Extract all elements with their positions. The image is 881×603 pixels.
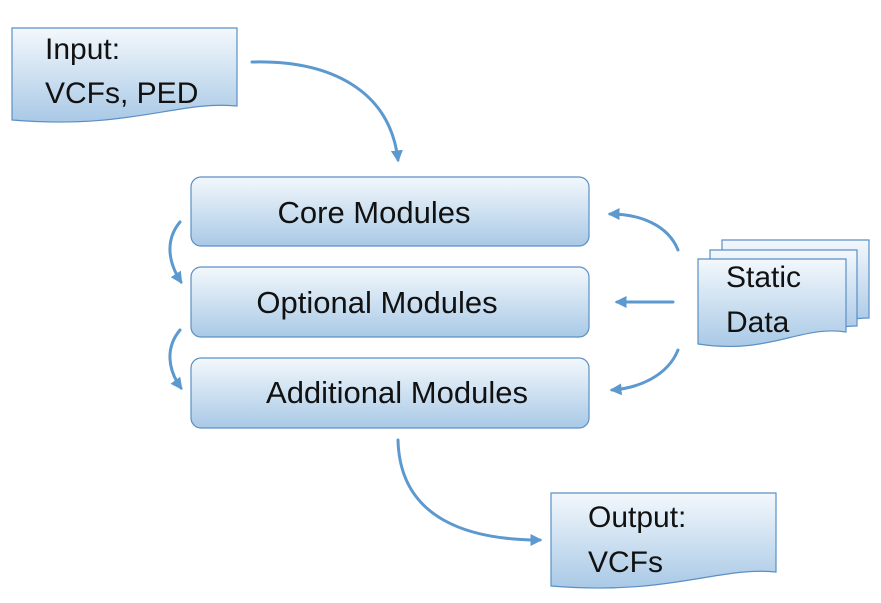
output-document: Output: VCFs	[550, 492, 777, 589]
output-label-line1: Output:	[588, 501, 686, 534]
static-data-label-line2: Data	[726, 306, 790, 339]
core-modules-label: Core Modules	[278, 195, 471, 230]
optional-modules-label: Optional Modules	[256, 285, 497, 320]
additional-to-output-arrow	[396, 438, 543, 546]
optional-to-additional-arrow	[168, 328, 183, 390]
input-label-line2: VCFs, PED	[45, 77, 198, 110]
static-to-core-arrow	[607, 208, 680, 252]
optional-modules-box: Optional Modules	[190, 266, 590, 338]
core-modules-box: Core Modules	[190, 176, 590, 247]
static-data-documents: Static Data	[697, 239, 870, 348]
static-data-label-line1: Static	[726, 261, 801, 294]
output-label-line2: VCFs	[588, 546, 663, 579]
core-to-optional-arrow	[168, 220, 183, 285]
additional-modules-label: Additional Modules	[266, 375, 528, 410]
input-document: Input: VCFs, PED	[11, 27, 238, 123]
input-to-core-arrow	[250, 60, 403, 163]
additional-modules-box: Additional Modules	[190, 357, 590, 429]
connector-arrows	[168, 60, 680, 546]
static-to-additional-arrow	[609, 348, 680, 396]
input-label-line1: Input:	[45, 33, 120, 66]
